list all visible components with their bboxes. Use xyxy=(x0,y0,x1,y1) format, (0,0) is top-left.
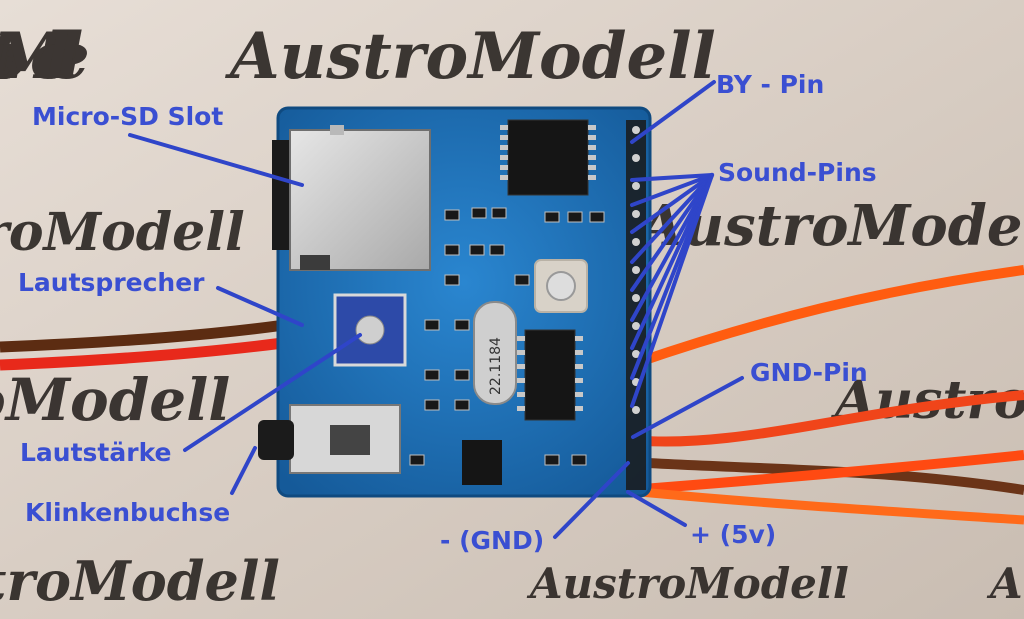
pointer-line-sound-pin-4 xyxy=(630,173,714,264)
sd-slot-latch xyxy=(300,255,330,270)
pointer-line-sound-pin-9 xyxy=(630,173,714,408)
pointer-line-sound-pin-5 xyxy=(630,173,714,292)
watermark-text-mid-left: AustroModell xyxy=(0,366,230,434)
watermark-text-top-left: AustroModell xyxy=(0,19,90,94)
speaker-wire-brown xyxy=(0,316,306,353)
micro-sd-slot xyxy=(289,129,431,271)
power-wire-orange xyxy=(639,487,1024,525)
gnd-pin-wire-orange xyxy=(629,390,1024,447)
watermark-text-top: AustroModell xyxy=(225,19,716,94)
amplifier-chip xyxy=(524,329,576,421)
pointer-line-gnd-pin xyxy=(631,376,744,439)
label-micro-sd-slot: Micro-SD Slot xyxy=(32,102,224,131)
sd-slot-shadow xyxy=(272,140,294,250)
label-lautsprecher: Lautsprecher xyxy=(18,268,205,297)
pointer-line-sound-pin-3 xyxy=(630,173,714,234)
pointer-line-plus-5v xyxy=(626,490,687,527)
potentiometer-knob xyxy=(355,315,385,345)
watermark-text-bottom-left: AustroModell xyxy=(0,549,280,613)
watermark-text-bottom-right: AustroModell xyxy=(526,559,849,608)
jack-opening xyxy=(258,420,294,460)
pointer-line-by-pin xyxy=(630,80,716,144)
decoder-chip xyxy=(507,119,589,196)
pointer-line-klinkenbuchse xyxy=(230,446,257,495)
label-gnd-pin: GND-Pin xyxy=(750,358,868,387)
pointer-line-sound-pin-2 xyxy=(630,173,714,207)
pointer-line-sound-pin-1 xyxy=(630,173,714,182)
sound-wire-orange xyxy=(628,265,1024,370)
watermark-text-left: AustroModell xyxy=(0,202,245,263)
speaker-wire-red xyxy=(0,334,306,371)
pointer-line-micro-sd xyxy=(128,133,304,187)
sd-slot-tab xyxy=(330,125,344,135)
pointer-line-minus-gnd xyxy=(553,461,630,539)
crystal-marking: 22.1184 xyxy=(488,337,504,395)
label-plus-5v: + (5v) xyxy=(690,520,777,549)
watermark-text-bottom-edge: AustroModell xyxy=(986,559,1024,608)
jack-body xyxy=(330,425,370,455)
crystal-oscillator xyxy=(473,301,517,405)
label-sound-pins: Sound-Pins xyxy=(718,158,877,187)
pointer-line-lautsprecher xyxy=(216,286,304,327)
pointer-line-lautstaerke xyxy=(183,333,362,452)
label-klinkenbuchse: Klinkenbuchse xyxy=(25,498,231,527)
power-wire-red xyxy=(629,450,1024,495)
label-lautstaerke: Lautstärke xyxy=(20,438,172,467)
mounting-hole xyxy=(546,271,576,301)
regulator-chip xyxy=(462,440,502,485)
pin-header xyxy=(626,120,646,490)
label-by-pin: BY - Pin xyxy=(716,70,825,99)
label-minus-gnd: - (GND) xyxy=(440,526,545,555)
